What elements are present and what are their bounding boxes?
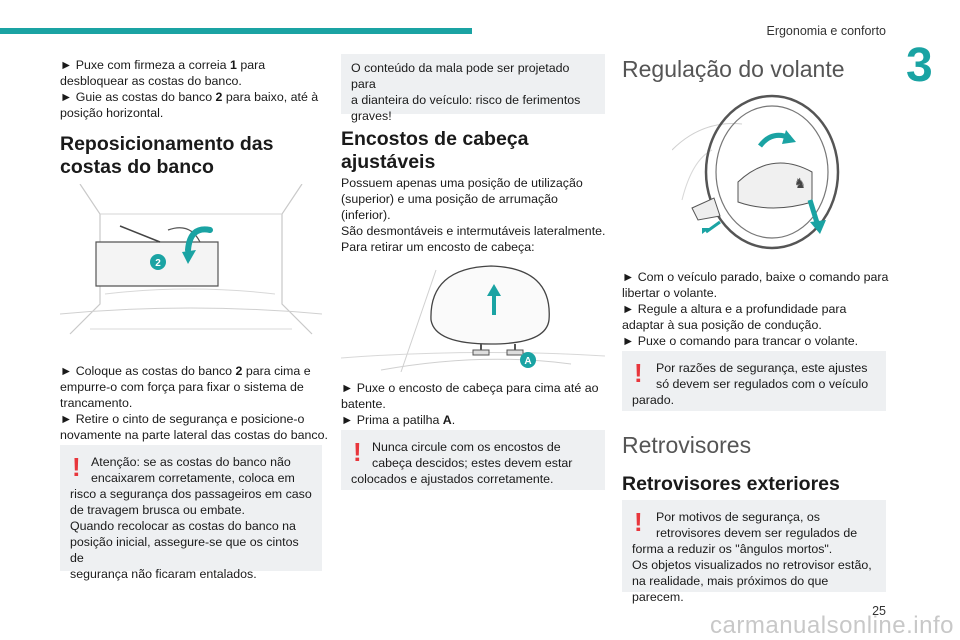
instruction-guide-seatback: ► Guie as costas do banco 2 para baixo, …	[60, 90, 319, 104]
warning-line: cabeça descidos; estes devem estar	[372, 456, 573, 470]
instruction-press-tab: ► Prima a patilha A.	[341, 413, 456, 427]
trunk-seatback-illustration: 2	[60, 184, 322, 335]
warning-line: Por razões de segurança, este ajustes	[656, 361, 868, 375]
instruction-text: posição horizontal.	[60, 106, 164, 120]
instruction-text: desbloquear as costas do banco.	[60, 74, 242, 88]
instruction-text: ► Retire o cinto de segurança e posicion…	[60, 412, 305, 426]
warning-line: retrovisores devem ser regulados de	[656, 526, 858, 540]
heading-exterior-mirrors: Retrovisores exteriores	[622, 473, 840, 495]
headrest-illustration: A	[341, 265, 605, 372]
warning-icon: !	[634, 358, 643, 388]
instruction-place-seatback: ► Coloque as costas do banco 2 para cima…	[60, 364, 311, 378]
instruction-text: batente.	[341, 397, 386, 411]
header-accent-bar	[0, 28, 472, 34]
warning-line: na realidade, mais próximos do que parec…	[632, 574, 829, 604]
warning-line: risco a segurança dos passageiros em cas…	[70, 487, 312, 501]
info-line: O conteúdo da mala pode ser projetado pa…	[351, 61, 570, 91]
warning-icon: !	[72, 452, 81, 482]
heading-steering-wheel: Regulação do volante	[622, 56, 845, 82]
warning-line: forma a reduzir os "ângulos mortos".	[632, 542, 833, 556]
warning-line: posição inicial, assegure-se que os cint…	[70, 535, 299, 565]
warning-icon: !	[353, 437, 362, 467]
warning-line: Os objetos visualizados no retrovisor es…	[632, 558, 872, 572]
warning-icon: !	[634, 507, 643, 537]
warning-line: Por motivos de segurança, os	[656, 510, 820, 524]
warning-line: encaixarem corretamente, coloca em	[91, 471, 295, 485]
svg-text:♞: ♞	[794, 176, 807, 192]
warning-box-steering: ! Por razões de segurança, este ajustes …	[622, 351, 886, 411]
info-box-trunk: O conteúdo da mala pode ser projetado pa…	[341, 54, 605, 123]
warning-line: parado.	[632, 393, 675, 407]
instruction-text: trancamento.	[60, 396, 133, 410]
section-title: Ergonomia e conforto	[766, 24, 886, 38]
info-line: a dianteira do veículo: risco de ferimen…	[351, 93, 581, 107]
watermark: carmanualsonline.info	[710, 612, 954, 639]
heading-mirrors: Retrovisores	[622, 432, 752, 458]
headrest-description: Possuem apenas uma posição de utilização…	[341, 176, 606, 254]
steering-wheel-illustration: ♞	[672, 94, 840, 250]
warning-box-mirrors: ! Por motivos de segurança, os retroviso…	[622, 500, 886, 604]
instruction-pull-headrest: ► Puxe o encosto de cabeça para cima até…	[341, 381, 599, 395]
warning-line: Atenção: se as costas do banco não	[91, 455, 291, 469]
chapter-number: 3	[906, 39, 933, 92]
warning-line: segurança não ficaram entalados.	[70, 567, 257, 581]
info-line: graves!	[351, 109, 392, 123]
instruction-text: empurre-o com força para fixar o sistema…	[60, 380, 304, 394]
warning-line: colocados e ajustados corretamente.	[351, 472, 554, 486]
warning-line: Quando recolocar as costas do banco na	[70, 519, 296, 533]
warning-line: só devem ser regulados com o veículo	[656, 377, 869, 391]
page-number: 25	[872, 604, 886, 618]
instruction-text: novamente na parte lateral das costas do…	[60, 428, 328, 442]
steering-instructions: ► Com o veículo parado, baixe o comando …	[622, 270, 889, 348]
warning-line: de travagem brusca ou embate.	[70, 503, 245, 517]
figure-marker-2: 2	[155, 258, 161, 269]
warning-box-seatback: ! Atenção: se as costas do banco não enc…	[60, 445, 322, 581]
figure-marker-a: A	[524, 356, 531, 367]
instruction-pull-strap: ► Puxe com firmeza a correia 1 para	[60, 58, 266, 72]
warning-box-headrest: ! Nunca circule com os encostos de cabeç…	[341, 430, 605, 490]
warning-line: Nunca circule com os encostos de	[372, 440, 561, 454]
